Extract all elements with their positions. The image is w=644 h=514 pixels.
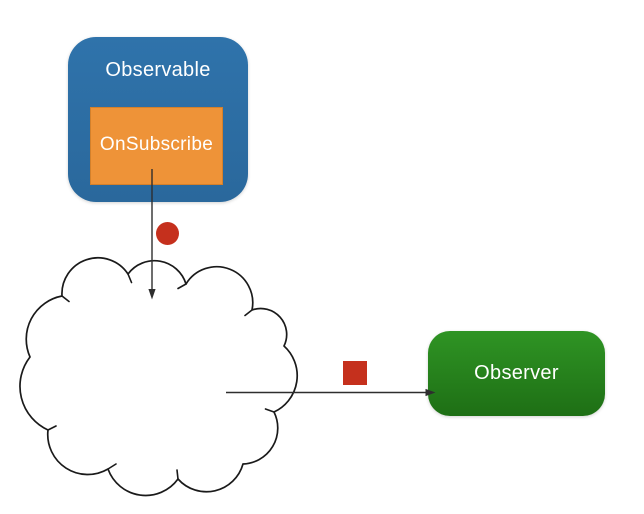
- cloud-shape: [19, 256, 299, 497]
- onsubscribe-box: OnSubscribe: [90, 107, 223, 185]
- red-square-marker: [343, 361, 367, 385]
- observer-box: Observer: [428, 331, 605, 416]
- red-circle-marker: [156, 222, 179, 245]
- subscribe-arrow-head: [148, 289, 156, 300]
- onsubscribe-label: OnSubscribe: [99, 134, 214, 156]
- cloud-sketch-spurs: [47, 273, 275, 480]
- observable-label: Observable: [105, 59, 211, 81]
- observer-label: Observer: [474, 361, 559, 384]
